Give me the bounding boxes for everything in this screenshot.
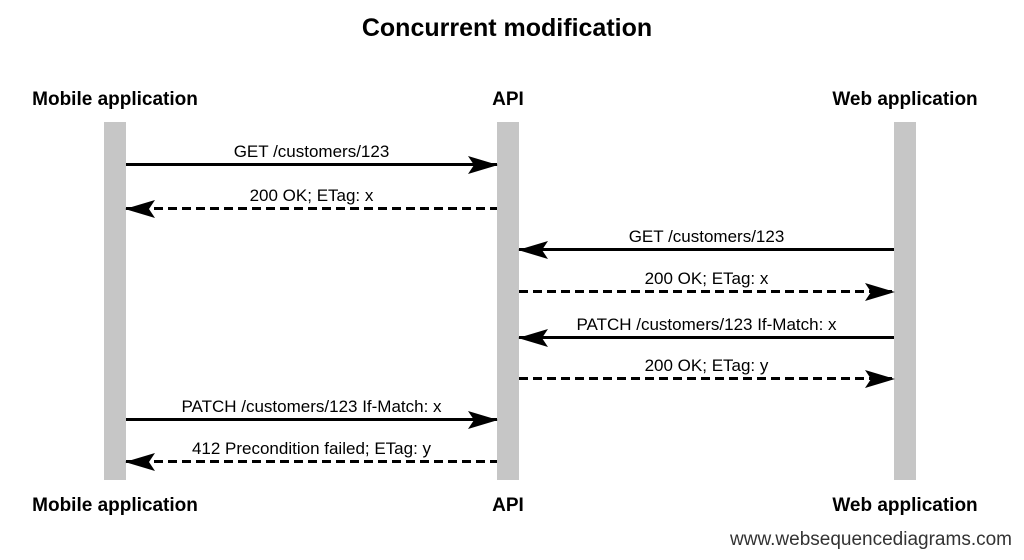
message-3-label: GET /customers/123 (628, 227, 785, 246)
message-3-get-customers: GET /customers/123 (518, 224, 894, 259)
lifeline-bar-mobile (104, 122, 126, 480)
message-5-label: PATCH /customers/123 If-Match: x (576, 315, 837, 334)
message-6-line (519, 377, 894, 380)
message-1-line (126, 163, 497, 166)
message-5-patch-customers: PATCH /customers/123 If-Match: x (518, 312, 894, 347)
message-7-line (126, 418, 497, 421)
actor-label-web-bottom: Web application (832, 495, 978, 516)
message-2-200-ok-etag-x: 200 OK; ETag: x (125, 183, 497, 218)
message-3-line (519, 248, 894, 251)
message-4-line (519, 290, 894, 293)
lifeline-bar-web (894, 122, 916, 480)
actor-label-api-top: API (492, 89, 524, 110)
watermark-text: www.websequencediagrams.com (730, 529, 1012, 550)
message-7-label: PATCH /customers/123 If-Match: x (181, 397, 442, 416)
arrowhead-right-icon (468, 411, 498, 429)
message-2-line (126, 207, 497, 210)
message-6-200-ok-etag-y: 200 OK; ETag: y (519, 353, 895, 388)
actor-label-web-top: Web application (832, 89, 978, 110)
arrowhead-right-icon (865, 283, 895, 301)
arrowhead-left-icon (125, 453, 155, 471)
arrowhead-left-icon (518, 329, 548, 347)
diagram-title: Concurrent modification (361, 14, 653, 42)
actor-label-api-bottom: API (492, 495, 524, 516)
message-2-label: 200 OK; ETag: x (249, 186, 374, 205)
message-6-label: 200 OK; ETag: y (644, 356, 769, 375)
message-8-412-precondition-failed: 412 Precondition failed; ETag: y (125, 436, 497, 471)
message-4-200-ok-etag-x: 200 OK; ETag: x (519, 266, 895, 301)
message-8-label: 412 Precondition failed; ETag: y (191, 439, 432, 458)
actor-label-mobile-top: Mobile application (32, 89, 198, 110)
message-4-label: 200 OK; ETag: x (644, 269, 769, 288)
message-1-label: GET /customers/123 (233, 142, 390, 161)
arrowhead-left-icon (518, 241, 548, 259)
message-5-line (519, 336, 894, 339)
message-8-line (126, 460, 497, 463)
message-7-patch-customers: PATCH /customers/123 If-Match: x (126, 394, 498, 429)
arrowhead-right-icon (468, 156, 498, 174)
message-1-get-customers: GET /customers/123 (126, 139, 498, 174)
arrowhead-left-icon (125, 200, 155, 218)
actor-label-mobile-bottom: Mobile application (32, 495, 198, 516)
lifeline-bar-api (497, 122, 519, 480)
arrowhead-right-icon (865, 370, 895, 388)
